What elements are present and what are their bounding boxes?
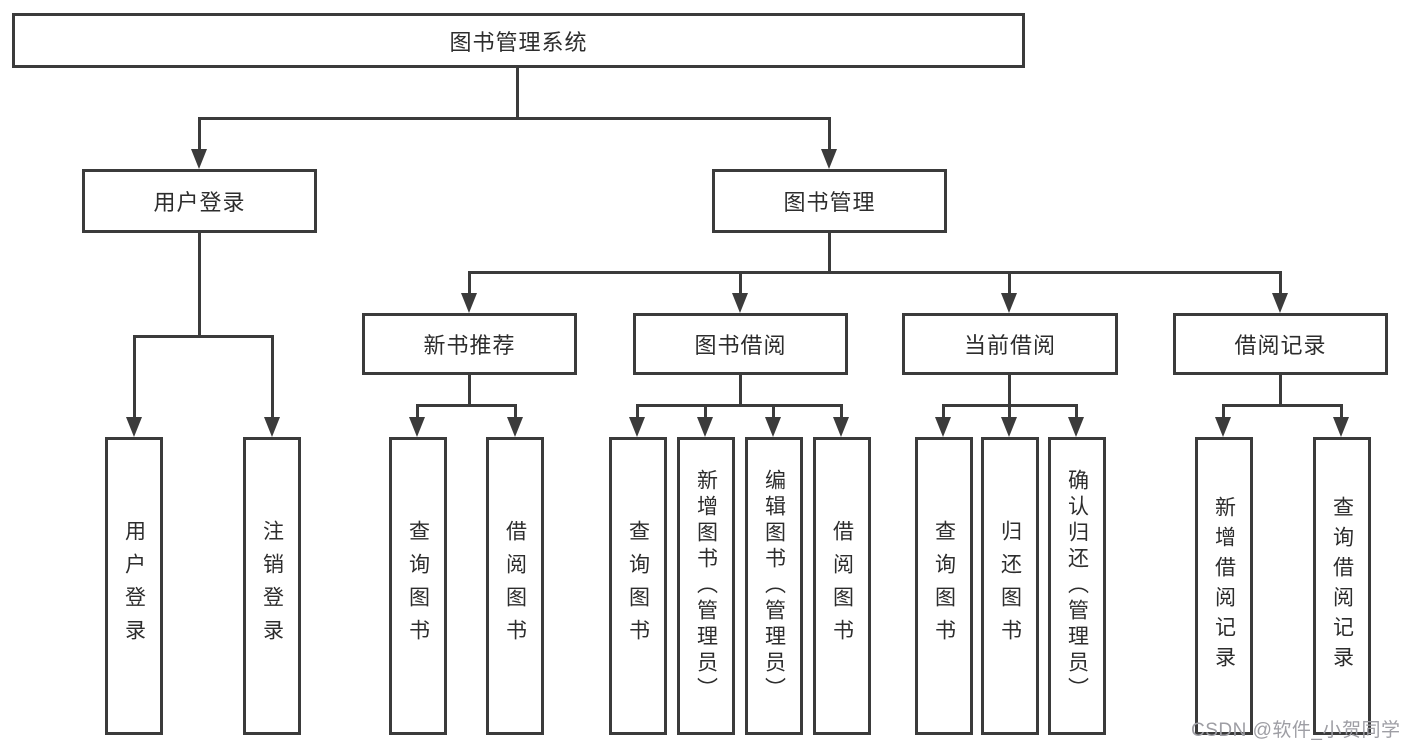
leaf-add-borrow-record-label: 新增借阅记录 [1212,496,1236,676]
connector-line [1340,404,1343,423]
connector-line [468,375,471,407]
arrowhead-down-icon [833,417,849,437]
leaf-add-book-admin-label: 新增图书（管理员） [694,469,718,703]
leaf-add-borrow-record: 新增借阅记录 [1195,437,1253,735]
arrowhead-down-icon [461,293,477,313]
arrowhead-down-icon [697,417,713,437]
node-library-system-label: 图书管理系统 [449,29,588,55]
connector-line [1008,375,1011,407]
leaf-query-books-recommend-label: 查询图书 [406,520,430,652]
connector-line [516,68,519,120]
connector-line [468,271,1281,274]
connector-line [133,335,274,338]
leaf-logout: 注销登录 [243,437,301,735]
connector-line [942,404,945,423]
connector-line [514,404,517,423]
leaf-confirm-return-admin-label: 确认归还（管理员） [1065,469,1089,703]
connector-line [840,404,843,423]
leaf-edit-book-admin: 编辑图书（管理员） [745,437,803,735]
arrowhead-down-icon [1272,293,1288,313]
leaf-user-login-label: 用户登录 [122,520,146,652]
connector-line [1008,271,1011,299]
connector-line [271,335,274,423]
connector-line [828,117,831,153]
arrowhead-down-icon [191,149,207,169]
connector-line [416,404,419,423]
node-new-book-recommend-label: 新书推荐 [423,333,516,358]
arrowhead-down-icon [264,417,280,437]
arrowhead-down-icon [1068,417,1084,437]
leaf-query-books-current: 查询图书 [915,437,973,735]
leaf-borrow-books-2-label: 借阅图书 [830,520,854,652]
arrowhead-down-icon [126,417,142,437]
connector-line [468,271,471,299]
arrowhead-down-icon [1001,417,1017,437]
leaf-query-books-recommend: 查询图书 [389,437,447,735]
arrowhead-down-icon [1001,293,1017,313]
leaf-add-book-admin: 新增图书（管理员） [677,437,735,735]
node-user-login: 用户登录 [82,169,317,233]
node-borrow-records-label: 借阅记录 [1234,333,1327,358]
connector-line [198,117,201,153]
node-book-management-label: 图书管理 [783,190,876,215]
leaf-return-book: 归还图书 [981,437,1039,735]
connector-line [198,117,831,120]
connector-line [739,271,742,299]
leaf-user-login: 用户登录 [105,437,163,735]
node-user-login-label: 用户登录 [153,190,246,215]
node-book-borrow: 图书借阅 [633,313,848,375]
leaf-edit-book-admin-label: 编辑图书（管理员） [762,469,786,703]
leaf-query-borrow-record: 查询借阅记录 [1313,437,1371,735]
arrowhead-down-icon [1333,417,1349,437]
connector-line [1279,271,1282,299]
node-new-book-recommend: 新书推荐 [362,313,577,375]
connector-line [1222,404,1225,423]
node-current-borrow: 当前借阅 [902,313,1118,375]
arrowhead-down-icon [732,293,748,313]
connector-line [704,404,707,423]
leaf-query-books-borrow: 查询图书 [609,437,667,735]
connector-line [739,375,742,407]
connector-line [1075,404,1078,423]
node-library-system: 图书管理系统 [12,13,1025,68]
leaf-query-books-borrow-label: 查询图书 [626,520,650,652]
arrowhead-down-icon [765,417,781,437]
arrowhead-down-icon [821,149,837,169]
node-book-management: 图书管理 [712,169,947,233]
leaf-confirm-return-admin: 确认归还（管理员） [1048,437,1106,735]
arrowhead-down-icon [629,417,645,437]
leaf-logout-label: 注销登录 [260,520,284,652]
node-book-borrow-label: 图书借阅 [694,333,787,358]
connector-line [133,335,136,423]
connector-line [198,233,201,338]
connector-line [636,404,639,423]
csdn-watermark: CSDN @软件_小贺同学 [1191,720,1401,741]
arrowhead-down-icon [935,417,951,437]
arrowhead-down-icon [507,417,523,437]
connector-line [828,233,831,274]
node-borrow-records: 借阅记录 [1173,313,1388,375]
node-current-borrow-label: 当前借阅 [963,333,1056,358]
connector-line [1279,375,1282,407]
leaf-return-book-label: 归还图书 [998,520,1022,652]
leaf-borrow-books-recommend: 借阅图书 [486,437,544,735]
leaf-query-books-current-label: 查询图书 [932,520,956,652]
leaf-query-borrow-record-label: 查询借阅记录 [1330,496,1354,676]
arrowhead-down-icon [409,417,425,437]
connector-line [416,404,517,407]
leaf-borrow-books-2: 借阅图书 [813,437,871,735]
arrowhead-down-icon [1215,417,1231,437]
connector-line [1222,404,1343,407]
connector-line [636,404,843,407]
leaf-borrow-books-recommend-label: 借阅图书 [503,520,527,652]
connector-line [772,404,775,423]
connector-line [1008,404,1011,423]
